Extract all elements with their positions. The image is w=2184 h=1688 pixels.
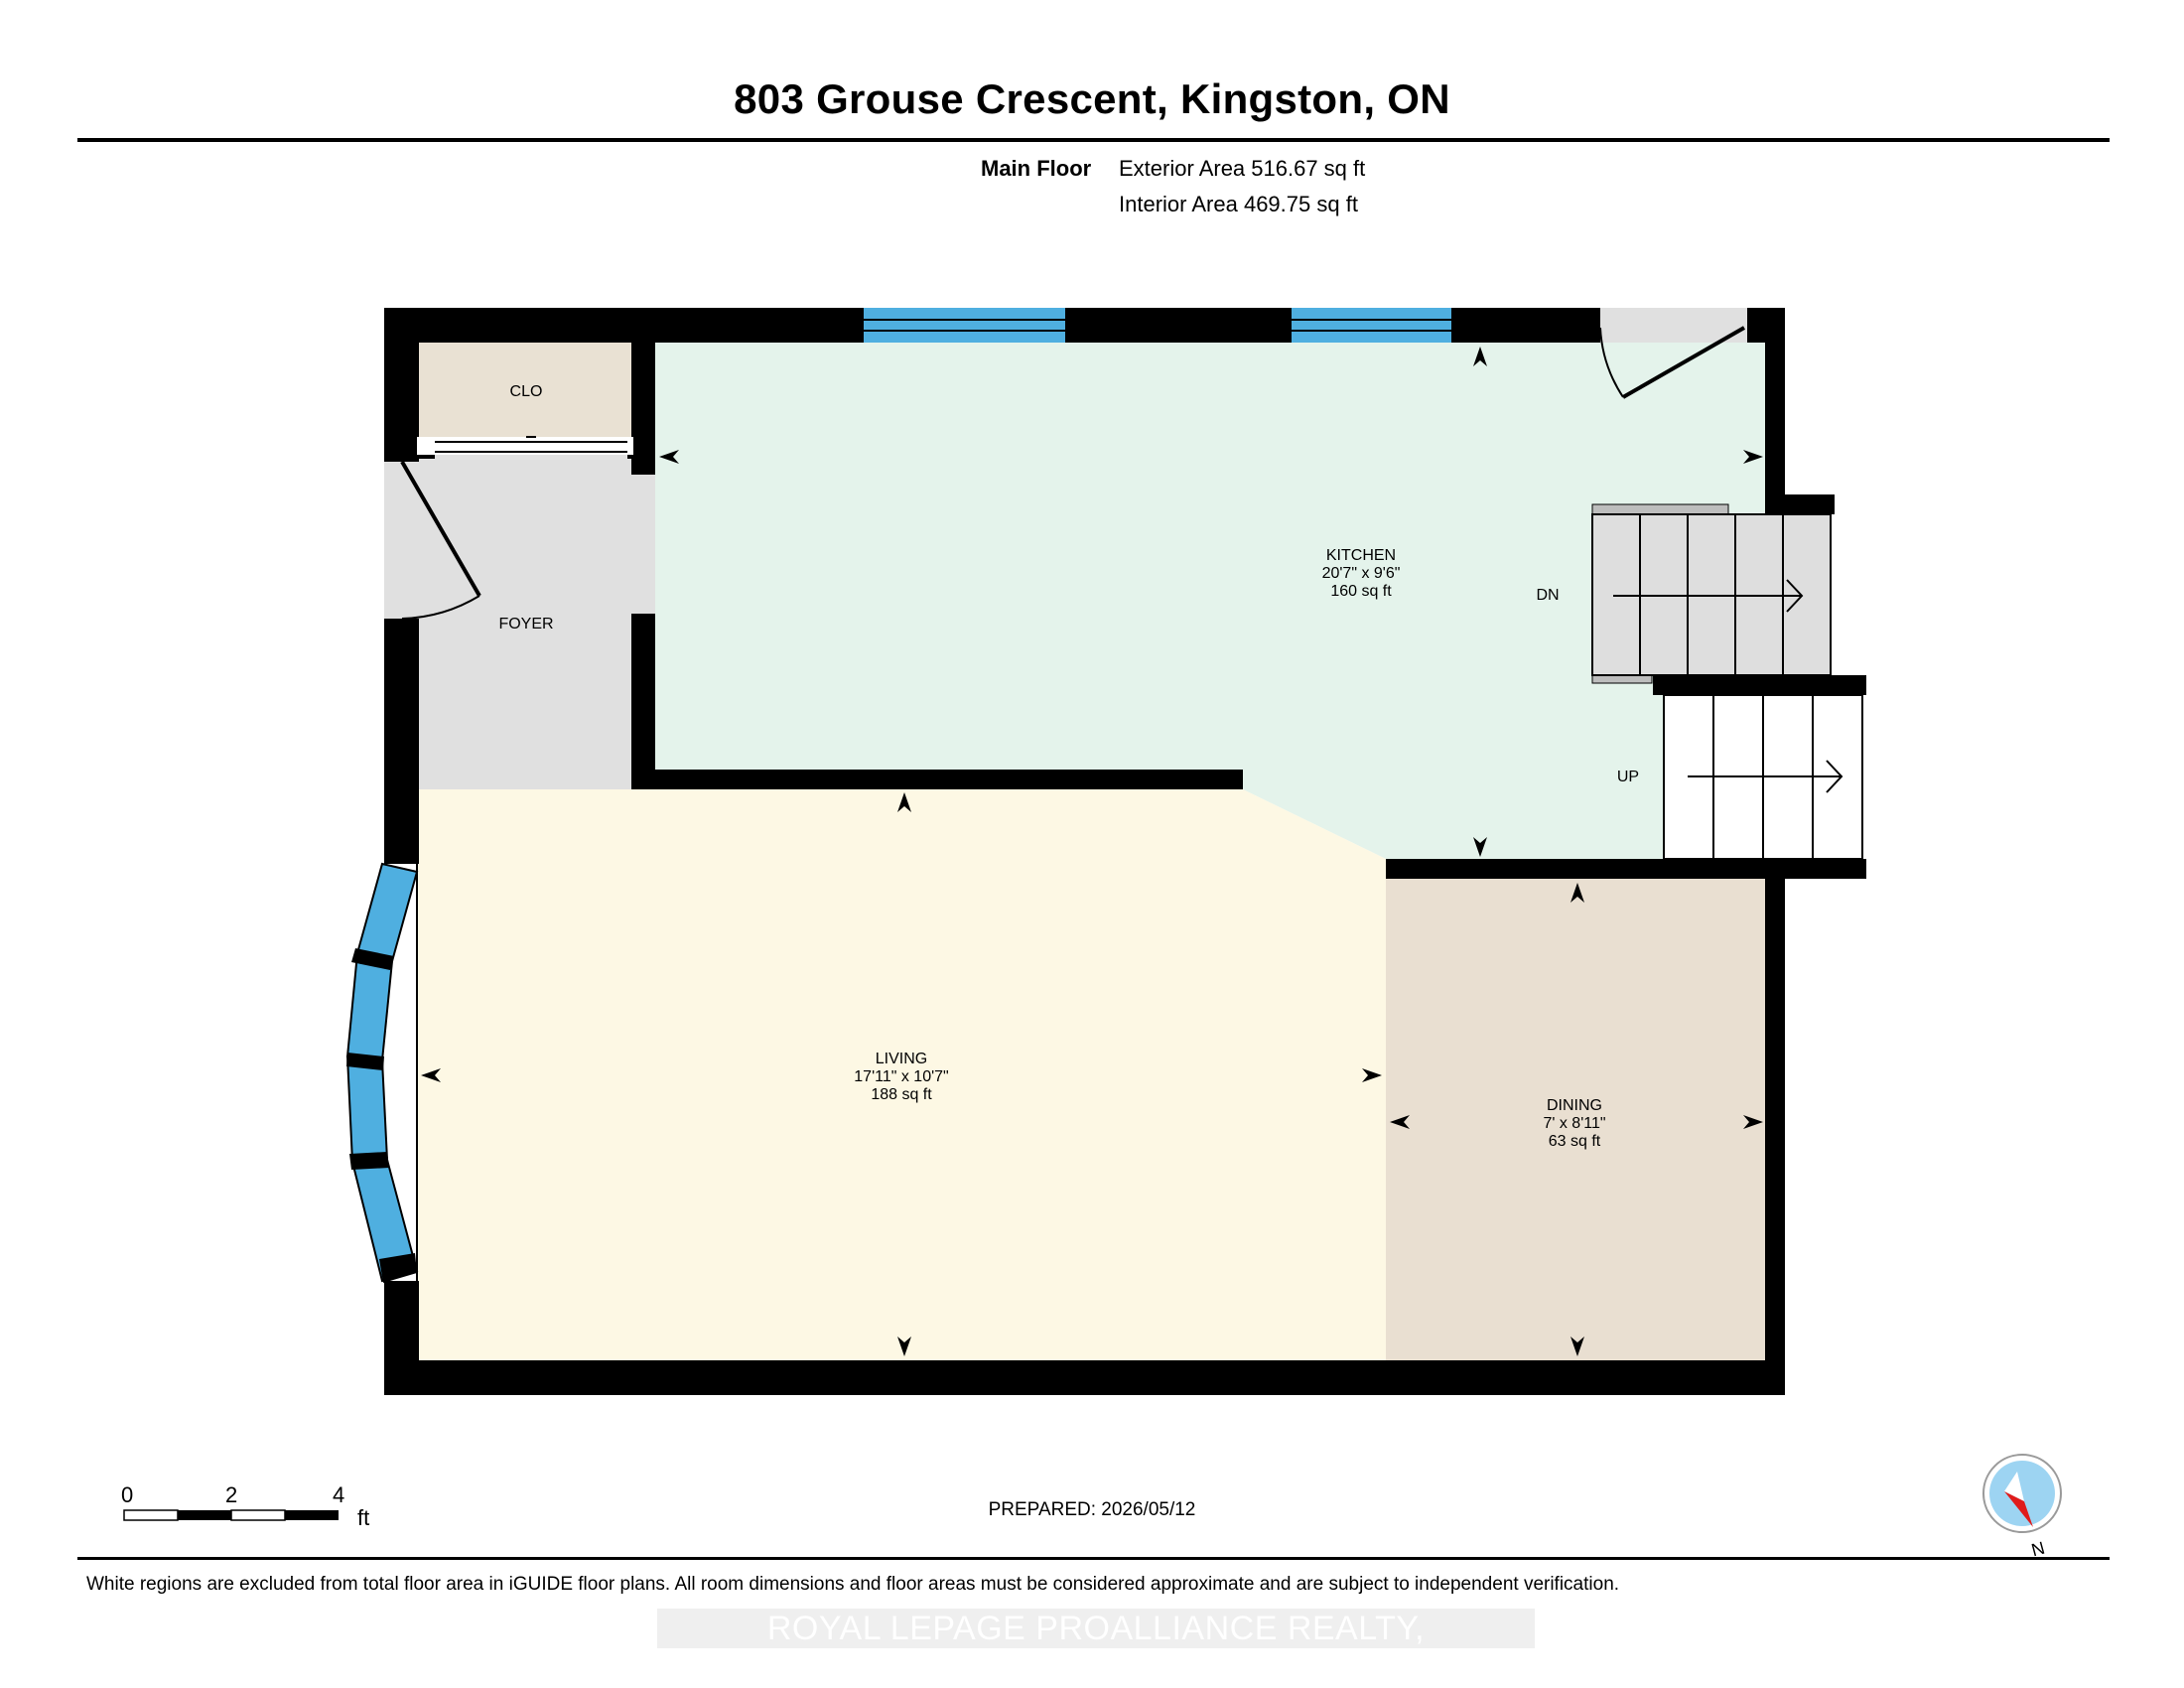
- kitchen-area: 160 sq ft: [1330, 583, 1392, 600]
- stairs-down: [1591, 503, 1832, 684]
- back-door: [1622, 326, 1745, 399]
- bay-window: [345, 862, 419, 1283]
- header-rule: [77, 138, 2110, 142]
- living-fill: [417, 789, 1386, 1360]
- dining-area: 63 sq ft: [1549, 1133, 1601, 1150]
- floor-label: Main Floor: [981, 156, 1092, 181]
- floor-plan: CLO FOYER KITCHEN 20'7" x 9'6" 160 sq ft…: [345, 308, 1866, 1395]
- kitchen-fill: [653, 343, 1767, 859]
- living-dims: 17'11" x 10'7": [854, 1068, 948, 1085]
- interior-area: Interior Area 469.75 sq ft: [1119, 192, 1358, 216]
- closet-fill: [417, 343, 633, 437]
- exterior-area: Exterior Area 516.67 sq ft: [1119, 156, 1366, 181]
- dining-label: DINING: [1547, 1097, 1602, 1114]
- closet-label: CLO: [510, 383, 543, 400]
- foyer-fill: [417, 437, 633, 789]
- brokerage-watermark: ROYAL LEPAGE PROALLIANCE REALTY, BROKERA…: [657, 1609, 1535, 1687]
- scale-unit: ft: [357, 1505, 370, 1530]
- entry-door: [400, 460, 481, 598]
- stairs-down-label: DN: [1536, 587, 1559, 604]
- scale-tick-0: 0: [121, 1482, 134, 1507]
- dining-dims: 7' x 8'11": [1543, 1115, 1605, 1132]
- scale-tick-2: 2: [225, 1482, 238, 1507]
- living-area: 188 sq ft: [871, 1086, 932, 1103]
- closet-sliding-door: [417, 436, 633, 455]
- footer-rule: [77, 1557, 2110, 1560]
- plan-title: 803 Grouse Crescent, Kingston, ON: [734, 75, 1450, 122]
- stairs-up: [1663, 694, 1863, 860]
- prepared-date: PREPARED: 2026/05/12: [988, 1499, 1196, 1520]
- foyer-kitchen-opening: [631, 475, 655, 614]
- scale-bar: [123, 1509, 339, 1521]
- dimension-markers: [421, 347, 1763, 1356]
- back-door-opening: [1600, 308, 1747, 343]
- walls: [384, 308, 1866, 1395]
- disclaimer-text: White regions are excluded from total fl…: [86, 1574, 1620, 1595]
- living-label: LIVING: [876, 1051, 927, 1067]
- stairs-up-label: UP: [1617, 769, 1639, 785]
- north-compass-icon: N: [1982, 1454, 2062, 1561]
- north-label: N: [2029, 1538, 2047, 1561]
- top-window-2: [1292, 308, 1451, 343]
- kitchen-dims: 20'7" x 9'6": [1322, 565, 1401, 582]
- foyer-label: FOYER: [498, 616, 553, 633]
- scale-tick-4: 4: [333, 1482, 345, 1507]
- top-window-1: [864, 308, 1065, 343]
- dining-fill: [1386, 879, 1767, 1360]
- entry-door-opening: [384, 462, 419, 619]
- kitchen-label: KITCHEN: [1326, 547, 1396, 564]
